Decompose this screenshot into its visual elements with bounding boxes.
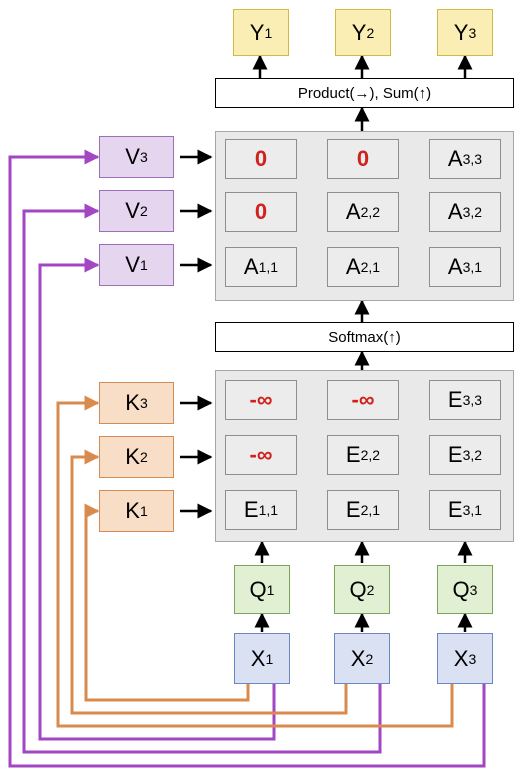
energy-cell: -∞ xyxy=(225,435,297,475)
attention-index: 3,1 xyxy=(462,259,483,275)
energy-symbol: E xyxy=(345,497,361,522)
wire-x3-to-k3 xyxy=(56,395,454,728)
wire-x2-to-k2 xyxy=(70,449,348,715)
attention-masked-value: 0 xyxy=(254,199,268,224)
energy-symbol: E xyxy=(447,387,463,412)
attention-symbol: A xyxy=(447,254,463,279)
energy-cell: -∞ xyxy=(225,380,297,420)
energy-masked-value: -∞ xyxy=(351,387,375,412)
attention-symbol: A xyxy=(345,199,361,224)
energy-index: 3,3 xyxy=(462,392,483,408)
attention-index: 2,2 xyxy=(360,204,381,220)
energy-masked-value: -∞ xyxy=(249,387,273,412)
energy-index: 2,1 xyxy=(360,502,381,518)
energy-index: 2,2 xyxy=(360,447,381,463)
energy-index: 3,2 xyxy=(462,447,483,463)
energy-symbol: E xyxy=(243,497,259,522)
energy-masked-value: -∞ xyxy=(249,442,273,467)
attention-cell: 0 xyxy=(225,139,297,179)
wire-x1-to-v1 xyxy=(38,257,276,741)
attention-masked-value: 0 xyxy=(356,146,370,171)
energy-cell: -∞ xyxy=(327,380,399,420)
attention-symbol: A xyxy=(447,199,463,224)
energy-symbol: E xyxy=(345,442,361,467)
attention-symbol: A xyxy=(345,254,361,279)
energy-index: 1,1 xyxy=(258,502,279,518)
energy-index: 3,1 xyxy=(462,502,483,518)
attention-symbol: A xyxy=(447,146,463,171)
wire-x2-to-v2 xyxy=(22,203,382,754)
product-sum-box: Product(→), Sum(↑) xyxy=(215,78,514,108)
wire-x3-to-v3 xyxy=(8,149,486,768)
attention-index: 3,3 xyxy=(462,151,483,167)
attention-cell: 0 xyxy=(225,192,297,232)
product-sum-label: Product(→), Sum(↑) xyxy=(297,84,432,102)
energy-symbol: E xyxy=(447,497,463,522)
attention-index: 3,2 xyxy=(462,204,483,220)
wire-x1-to-k1 xyxy=(84,503,250,702)
softmax-label: Softmax(↑) xyxy=(328,328,401,346)
energy-symbol: E xyxy=(447,442,463,467)
attention-index: 2,1 xyxy=(360,259,381,275)
attention-cell: 0 xyxy=(327,139,399,179)
attention-symbol: A xyxy=(243,254,259,279)
attention-masked-value: 0 xyxy=(254,146,268,171)
attention-index: 1,1 xyxy=(258,259,279,275)
softmax-box: Softmax(↑) xyxy=(215,322,514,352)
